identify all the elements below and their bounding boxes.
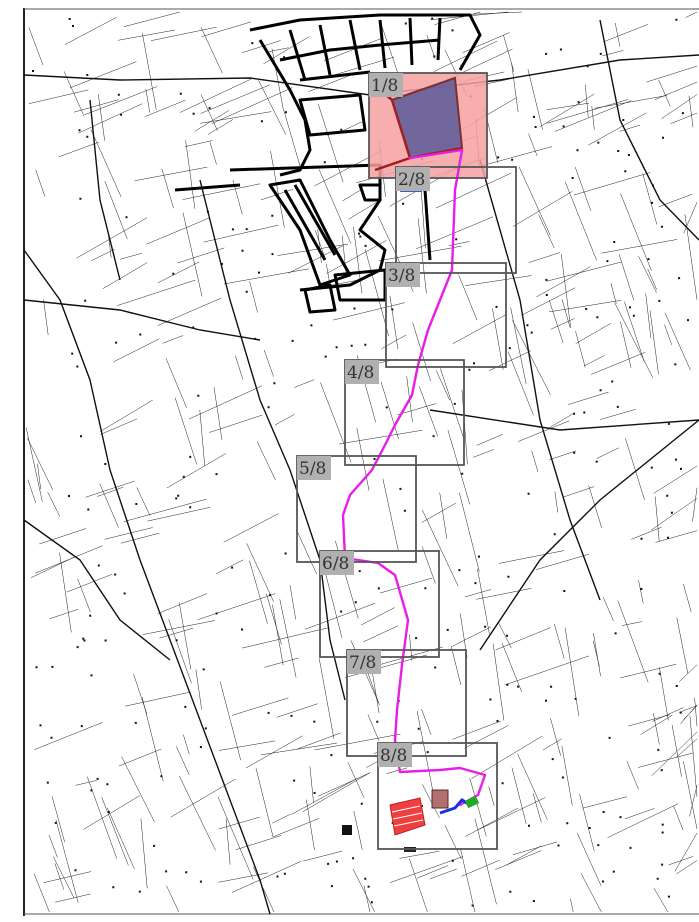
cable-route [341, 148, 487, 807]
sheet-label-8: 8/8 [380, 746, 407, 766]
sheet-label-1: 1/8 [371, 76, 398, 96]
sheet-label-bg-4 [345, 360, 379, 384]
sheet-label-bg-2 [396, 167, 430, 191]
roads [23, 19, 699, 915]
sheet-label-bg-6 [320, 551, 354, 575]
sheet-label-4: 4/8 [347, 363, 374, 383]
sheet-label-bg-8 [378, 743, 412, 767]
sheet-label-bg-5 [297, 456, 331, 480]
transformer-building [431, 789, 449, 809]
sheet-frame-4 [344, 359, 465, 466]
sheet-label-bg-3 [386, 263, 420, 287]
sheet-frame-8 [377, 742, 498, 850]
sheet-index: 1/8 2/8 3/8 4/8 5/8 6/8 7/8 8/8 [296, 72, 517, 850]
sheet-label-3: 3/8 [388, 266, 415, 286]
sheet-label-bg-1 [369, 73, 403, 97]
sheet-frame-2 [395, 166, 517, 274]
sheet-label-6: 6/8 [322, 554, 349, 574]
sheet-label-7: 7/8 [349, 653, 376, 673]
solar-field-hatch [391, 805, 424, 827]
sheet-label-5: 5/8 [299, 459, 326, 479]
sheet-frame-5 [296, 455, 417, 563]
sheet-frame-3 [385, 262, 507, 368]
sheet-label-bg-7 [347, 650, 381, 674]
sheet-label-2: 2/8 [398, 170, 425, 190]
green-facility [464, 795, 480, 809]
black-structure [342, 825, 352, 835]
